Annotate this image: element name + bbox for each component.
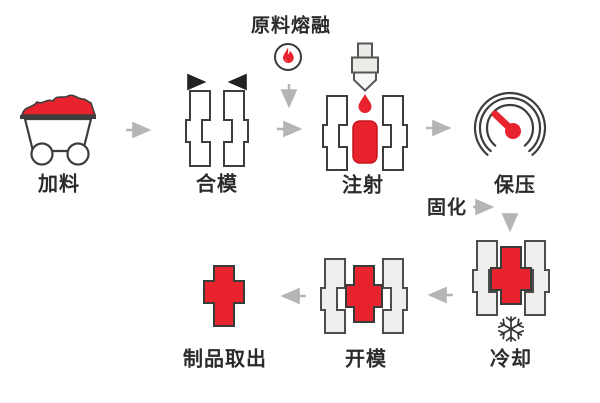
cart-rim bbox=[20, 115, 96, 119]
ore-cart-icon bbox=[20, 94, 97, 166]
molten-material-block bbox=[352, 120, 378, 164]
mold-half-right bbox=[223, 90, 249, 167]
gauge-middle-arc bbox=[478, 97, 542, 153]
flame-icon bbox=[274, 43, 302, 71]
molded-part-in-mold bbox=[490, 246, 532, 305]
molded-part-icon bbox=[203, 265, 245, 327]
molded-part-in-mold bbox=[345, 265, 383, 323]
flame-highlight bbox=[285, 57, 288, 62]
gauge-outer-arc bbox=[473, 91, 547, 156]
mold-closing-icon bbox=[185, 90, 249, 167]
step-label-pressure-hold: 保压 bbox=[494, 174, 536, 197]
molded-cross-part bbox=[203, 265, 245, 327]
injection-mold-icon bbox=[322, 42, 408, 171]
step-label-ejection: 制品取出 bbox=[183, 348, 267, 371]
snowflake-icon bbox=[497, 316, 525, 342]
step-label-mold-closing: 合模 bbox=[196, 173, 238, 196]
step-label-cooling: 冷却 bbox=[490, 348, 532, 371]
mold-half-left bbox=[322, 95, 348, 171]
step-label-feeding: 加料 bbox=[38, 173, 80, 196]
step-label-mold-opening: 开模 bbox=[345, 348, 387, 371]
gauge-hub bbox=[505, 123, 521, 139]
nozzle-icon bbox=[351, 42, 379, 92]
step-label-injection: 注射 bbox=[342, 174, 384, 197]
annotation-label-solidification: 固化 bbox=[426, 197, 468, 219]
cooling-mold-icon bbox=[472, 240, 550, 342]
mold-half-left bbox=[320, 258, 346, 334]
gauge-inner-arc bbox=[485, 103, 535, 147]
flame-shape bbox=[282, 47, 294, 63]
mold-half-right bbox=[382, 95, 408, 171]
pressure-gauge-icon bbox=[473, 91, 547, 156]
annotation-label-melting: 原料熔融 bbox=[250, 15, 332, 37]
raw-material-heap bbox=[20, 94, 97, 116]
mold-half-right bbox=[382, 258, 408, 334]
cart-wheel-left bbox=[30, 142, 54, 166]
cart-wheel-right bbox=[66, 142, 90, 166]
mold-half-left bbox=[185, 90, 211, 167]
mold-opening-icon bbox=[320, 258, 408, 334]
melt-droplet-icon bbox=[358, 94, 372, 114]
